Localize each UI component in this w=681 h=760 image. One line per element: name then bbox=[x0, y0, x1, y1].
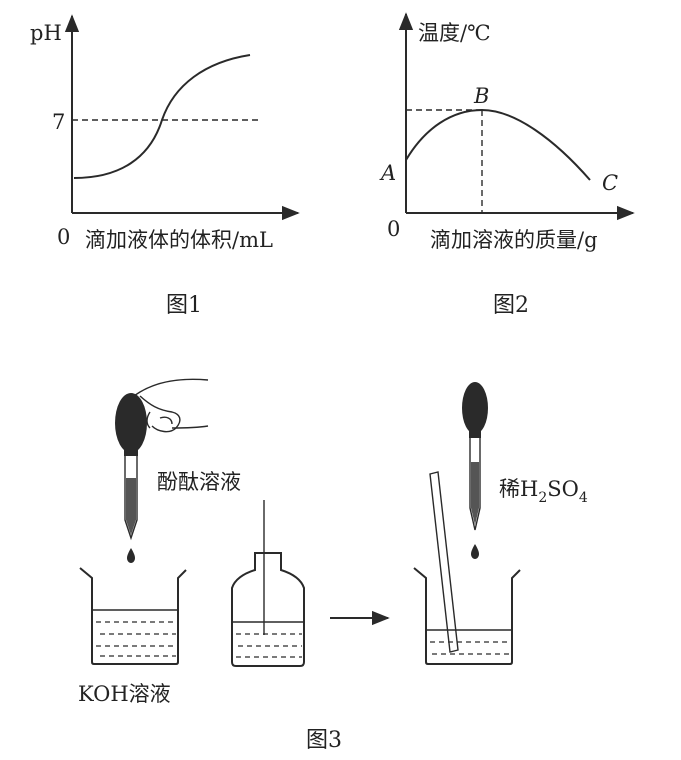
reagent-bottle bbox=[231, 500, 305, 667]
figure-2-temperature-chart: 温度/℃ 0 滴加溶液的质量/g A B C 图2 bbox=[379, 12, 635, 318]
dropper-phenolphthalein bbox=[115, 393, 147, 563]
fig2-point-c-label: C bbox=[602, 171, 618, 195]
beaker-1-outline bbox=[79, 567, 187, 665]
beaker-reaction bbox=[413, 471, 521, 665]
fig2-origin-label: 0 bbox=[387, 217, 400, 241]
fig2-point-a-label: A bbox=[379, 161, 396, 185]
fig2-caption: 图2 bbox=[493, 293, 529, 318]
dropper-2-bulb bbox=[462, 382, 488, 434]
figure-1-ph-chart: pH 7 0 滴加液体的体积/mL 图1 bbox=[30, 14, 300, 318]
beaker-2-outline bbox=[413, 567, 521, 665]
fig1-origin-label: 0 bbox=[57, 225, 70, 249]
beaker-koh bbox=[79, 567, 187, 665]
fig1-y-tick-7: 7 bbox=[52, 110, 65, 134]
figure-3-apparatus: 酚酞溶液 KOH溶液 bbox=[78, 378, 588, 753]
fig2-x-axis-label: 滴加溶液的质量/g bbox=[430, 228, 598, 252]
drop-2-icon bbox=[471, 544, 479, 559]
dropper-2-collar bbox=[469, 430, 481, 438]
sulfuric-acid-label: 稀H2SO4 bbox=[499, 477, 588, 506]
fig2-temperature-curve bbox=[405, 108, 591, 181]
dropper-1-collar bbox=[124, 448, 138, 456]
fig1-caption: 图1 bbox=[166, 293, 202, 318]
dropper-1-liquid bbox=[126, 478, 136, 535]
dropper-sulfuric-acid bbox=[462, 382, 488, 559]
glass-rod bbox=[429, 471, 459, 653]
drop-1-icon bbox=[127, 548, 135, 563]
fig1-x-axis-label: 滴加液体的体积/mL bbox=[85, 228, 273, 252]
dropper-1-bulb bbox=[115, 393, 147, 453]
bottle-outline bbox=[231, 552, 305, 667]
koh-solution-label: KOH溶液 bbox=[78, 682, 171, 706]
fig1-y-axis-label: pH bbox=[30, 21, 62, 45]
fig2-y-axis-label: 温度/℃ bbox=[418, 21, 491, 45]
dropper-1-tube bbox=[124, 456, 138, 541]
fig1-ph-curve bbox=[73, 54, 251, 179]
dropper-2-liquid bbox=[471, 462, 479, 525]
fig2-point-b-label: B bbox=[473, 84, 489, 108]
dropper-2-tube bbox=[469, 438, 481, 531]
fig3-caption: 图3 bbox=[306, 728, 342, 753]
phenolphthalein-label: 酚酞溶液 bbox=[157, 470, 241, 494]
